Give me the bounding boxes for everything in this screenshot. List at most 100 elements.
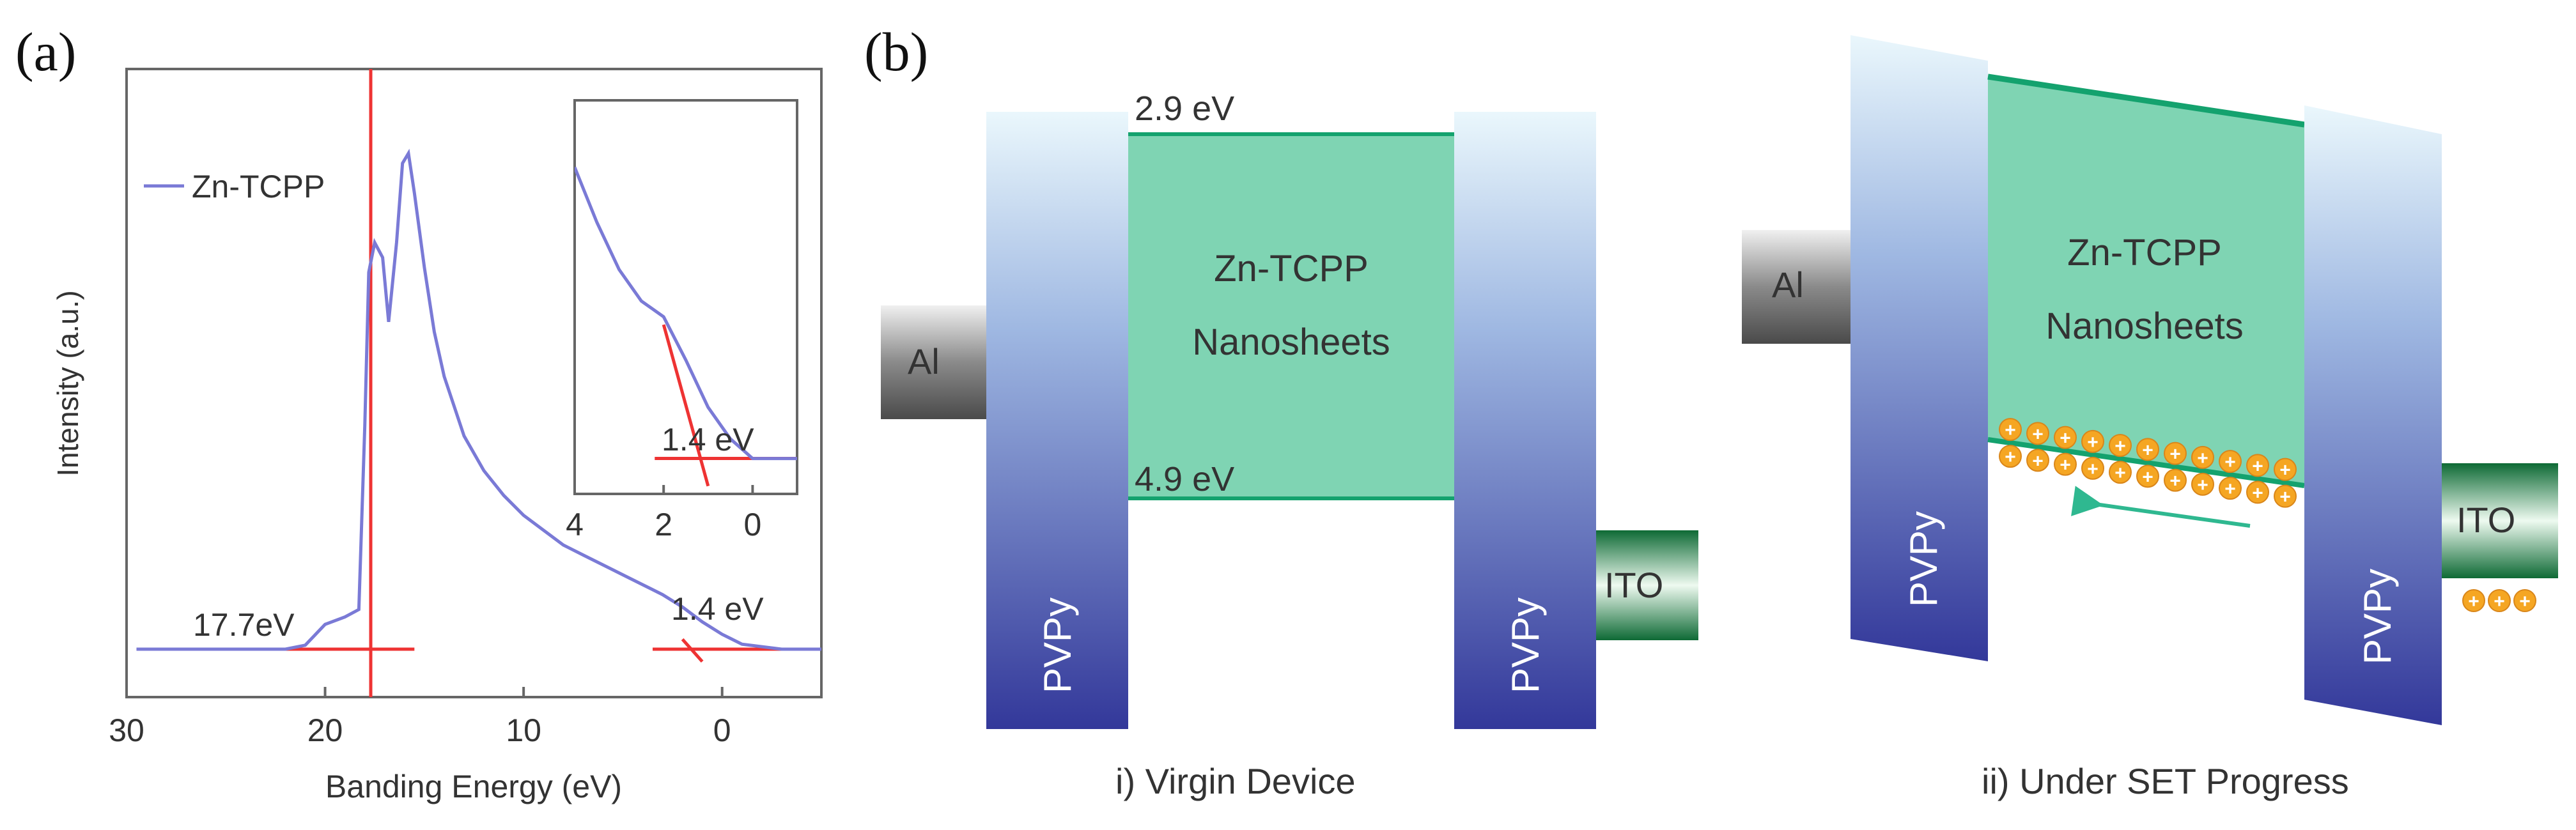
x-tick-label: 30 bbox=[109, 712, 144, 748]
svg-text:+: + bbox=[2252, 482, 2263, 503]
inset-frame bbox=[573, 99, 798, 495]
annotation-1-4ev-main: 1.4 eV bbox=[671, 591, 764, 627]
y-axis-label: Intensity (a.u.) bbox=[51, 290, 84, 476]
set-progress-caption: ii) Under SET Progress bbox=[1982, 761, 2349, 801]
hole-charge: + bbox=[1999, 418, 2022, 442]
hole-charge: + bbox=[2136, 465, 2159, 488]
ito-electrode-set bbox=[2442, 463, 2558, 578]
hole-charge: + bbox=[2246, 454, 2269, 477]
x-tick-label: 0 bbox=[713, 712, 731, 748]
ito-holes: + + + bbox=[2462, 589, 2536, 612]
inset-slope-fit bbox=[662, 324, 710, 487]
al-electrode-set bbox=[1742, 230, 1851, 344]
virgin-device-diagram: Al PVPy 2.9 eV 4.9 eV Zn-TCPP Nanosheets… bbox=[881, 89, 1698, 801]
legend: Zn-TCPP bbox=[144, 169, 325, 204]
nanosheet-band bbox=[1128, 134, 1454, 498]
annotation-17-7ev: 17.7eV bbox=[193, 607, 295, 643]
x-tick-label: 10 bbox=[506, 712, 541, 748]
pvpy-barrier-right-set bbox=[2304, 105, 2442, 725]
hole-charge: + bbox=[2109, 434, 2132, 457]
svg-text:+: + bbox=[2468, 591, 2479, 612]
svg-text:+: + bbox=[2142, 440, 2153, 461]
pvpy-barrier-right bbox=[1454, 112, 1596, 729]
svg-text:+: + bbox=[2060, 455, 2071, 476]
x-axis-label: Banding Energy (eV) bbox=[325, 769, 622, 804]
legend-entry-zn-tcpp: Zn-TCPP bbox=[192, 169, 325, 204]
svg-text:+: + bbox=[2005, 420, 2016, 441]
svg-text:+: + bbox=[2114, 463, 2126, 484]
hole-charge: + bbox=[2191, 445, 2214, 469]
hole-charge: + bbox=[2246, 480, 2269, 504]
hole-charge: + bbox=[2274, 484, 2297, 508]
hole-charge: + bbox=[2219, 450, 2242, 473]
pvpy-label-right: PVPy bbox=[1504, 597, 1547, 693]
svg-text:+: + bbox=[2005, 447, 2016, 468]
svg-text:+: + bbox=[2060, 428, 2071, 449]
pvpy-barrier-left bbox=[986, 112, 1128, 729]
hole-charge: + bbox=[2513, 589, 2536, 612]
panel-b-label: (b) bbox=[864, 21, 928, 82]
hole-charge: + bbox=[2462, 589, 2485, 612]
hole-charge: + bbox=[2136, 438, 2159, 461]
ito-label-set: ITO bbox=[2456, 500, 2515, 540]
svg-text:+: + bbox=[2279, 487, 2291, 508]
svg-text:+: + bbox=[2142, 466, 2153, 488]
svg-text:+: + bbox=[2494, 591, 2505, 612]
pvpy-label-left-set: PVPy bbox=[1902, 511, 1945, 607]
hole-charge: + bbox=[2219, 477, 2242, 500]
svg-text:+: + bbox=[2197, 475, 2208, 496]
inset-x-tick-label: 0 bbox=[743, 507, 761, 542]
svg-text:+: + bbox=[2169, 444, 2181, 465]
nanosheet-band-set bbox=[1988, 77, 2304, 486]
hole-charge: + bbox=[2026, 422, 2049, 445]
hole-charge: + bbox=[2026, 449, 2049, 472]
svg-text:+: + bbox=[2169, 471, 2181, 492]
x-tick-label: 20 bbox=[307, 712, 343, 748]
homo-level-line-set bbox=[1987, 437, 2305, 488]
hole-charge: + bbox=[2488, 589, 2511, 612]
hole-charge: + bbox=[2274, 457, 2297, 481]
svg-text:+: + bbox=[2224, 479, 2236, 500]
lumo-energy-label: 2.9 eV bbox=[1135, 89, 1234, 128]
svg-text:+: + bbox=[2114, 436, 2126, 457]
svg-text:+: + bbox=[2197, 448, 2208, 469]
svg-text:+: + bbox=[2032, 450, 2044, 472]
hole-charge: + bbox=[1999, 445, 2022, 468]
x-ticks: 30 20 10 0 bbox=[109, 687, 731, 748]
svg-text:+: + bbox=[2224, 452, 2236, 473]
svg-text:+: + bbox=[2032, 424, 2044, 445]
trapped-holes: + + + + + + + + + + + + + + + + + + + + + + bbox=[1999, 418, 2297, 508]
panel-a-label: (a) bbox=[15, 21, 76, 82]
inset-series-line bbox=[575, 166, 797, 461]
svg-text:+: + bbox=[2519, 591, 2531, 612]
hole-charge: + bbox=[2191, 472, 2214, 496]
hole-charge: + bbox=[2081, 429, 2104, 453]
panel-b: (b) Al PVPy 2.9 eV 4.9 eV Zn-TCPP Nanosh… bbox=[864, 21, 2558, 801]
pvpy-label-left: PVPy bbox=[1036, 597, 1079, 693]
virgin-device-caption: i) Virgin Device bbox=[1115, 761, 1356, 801]
al-label: Al bbox=[908, 341, 940, 381]
hole-charge: + bbox=[2164, 442, 2187, 465]
homo-energy-label: 4.9 eV bbox=[1135, 460, 1234, 498]
panel-a: (a) Intensity (a.u.) Banding Energy (eV)… bbox=[15, 21, 823, 804]
onset-fit-line bbox=[681, 638, 704, 663]
svg-text:+: + bbox=[2087, 459, 2099, 480]
set-progress-diagram: Al PVPy Zn-TCPP Nanosheets +++++++++++++… bbox=[1742, 35, 2558, 801]
nanosheet-title: Zn-TCPP bbox=[1214, 248, 1369, 289]
hole-drift-arrow bbox=[2071, 486, 2251, 528]
series-line-zn-tcpp bbox=[136, 148, 821, 651]
pvpy-label-right-set: PVPy bbox=[2356, 569, 2399, 665]
al-electrode bbox=[881, 305, 986, 419]
ito-label: ITO bbox=[1604, 565, 1663, 605]
nanosheet-subtitle-set: Nanosheets bbox=[2045, 305, 2244, 347]
pvpy-barrier-left-set bbox=[1851, 35, 1988, 661]
al-label-set: Al bbox=[1772, 265, 1804, 305]
svg-text:+: + bbox=[2279, 460, 2291, 481]
hole-charge: + bbox=[2054, 426, 2077, 449]
hole-charge: + bbox=[2164, 468, 2187, 492]
inset-annotation: 1.4 eV bbox=[662, 422, 754, 457]
hole-charge: + bbox=[2081, 456, 2104, 480]
